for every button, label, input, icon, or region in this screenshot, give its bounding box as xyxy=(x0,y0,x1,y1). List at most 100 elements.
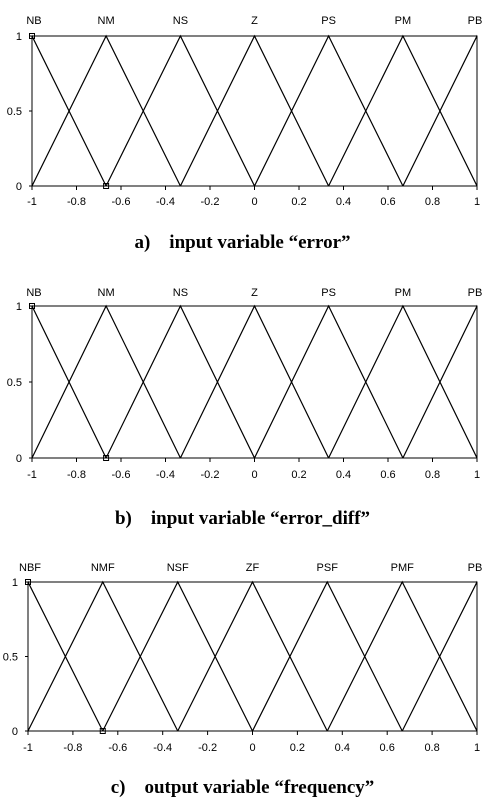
caption-error: a) input variable “error” xyxy=(134,232,351,253)
mf-label-psf: PSF xyxy=(317,562,339,574)
y-tick-label: 0.5 xyxy=(7,106,22,118)
x-tick-label: -0.2 xyxy=(201,469,220,481)
mf-curve-pm xyxy=(328,34,477,187)
mf-label-nm: NM xyxy=(98,287,115,299)
mf-label-pm: PM xyxy=(395,287,412,299)
point-marker xyxy=(103,455,110,461)
x-tick-label: 0.4 xyxy=(335,742,350,754)
x-tick-label: -1 xyxy=(27,469,37,481)
mf-curve-ps xyxy=(253,34,404,187)
x-tick-label: 0.6 xyxy=(380,469,395,481)
mf-label-zf: ZF xyxy=(246,562,260,574)
x-tick-label: -0.6 xyxy=(108,742,127,754)
x-tick-label: 0 xyxy=(251,469,257,481)
mf-label-nmf: NMF xyxy=(91,562,115,574)
x-tick-label: -0.4 xyxy=(153,742,172,754)
mf-curve-ps xyxy=(253,304,404,459)
mf-curve-nmf xyxy=(28,580,179,732)
x-tick-label: -0.8 xyxy=(63,742,82,754)
x-tick-label: 0 xyxy=(249,742,255,754)
mf-label-nsf: NSF xyxy=(167,562,189,574)
mf-label-pb: PB xyxy=(468,15,483,27)
x-tick-label: -0.2 xyxy=(201,196,220,208)
plot-area xyxy=(31,305,478,459)
mf-label-ps: PS xyxy=(321,287,336,299)
mf-curve-pb xyxy=(402,304,477,459)
x-tick-label: -1 xyxy=(23,742,33,754)
point-marker xyxy=(29,33,35,39)
point-marker xyxy=(99,728,106,734)
x-tick-label: 0.2 xyxy=(291,196,306,208)
chart-panel-error-diff: -1 -0.8 -0.6 -0.4 -0.2 0 0.2 0.4 0.6 0.8 1 0 0.5 1 NB N… xyxy=(0,276,485,488)
y-tick-label: 0.5 xyxy=(3,652,18,664)
caption-frequency: c) output variable “frequency” xyxy=(110,777,375,798)
mf-curve-pm xyxy=(328,304,477,459)
mf-curve-nm xyxy=(32,304,181,459)
y-tick-label: 0 xyxy=(16,181,22,193)
x-tick-label: -0.6 xyxy=(112,469,131,481)
x-tick-label: -0.8 xyxy=(67,469,86,481)
plot-area xyxy=(27,581,478,732)
x-tick-label: 1 xyxy=(474,469,480,481)
x-tick-label: -0.4 xyxy=(156,469,175,481)
x-tick-label: 0.8 xyxy=(425,196,440,208)
x-tick-label: 1 xyxy=(474,742,480,754)
mf-curve-nbf xyxy=(28,580,104,732)
mf-curve-pmf xyxy=(326,580,477,732)
mf-curve-pb xyxy=(401,580,477,732)
mf-curve-z xyxy=(179,34,330,187)
x-tick-label: 0.2 xyxy=(290,742,305,754)
x-tick-label: 0.8 xyxy=(424,742,439,754)
mf-label-nbf: NBF xyxy=(19,562,41,574)
mf-curve-ns xyxy=(105,34,256,187)
x-tick-label: 0.2 xyxy=(291,469,306,481)
x-tick-label: 0.8 xyxy=(425,469,440,481)
mf-label-pm: PM xyxy=(395,15,412,27)
y-tick-label: 1 xyxy=(16,301,22,313)
mf-label-pb: PB xyxy=(468,287,483,299)
y-tick-label: 1 xyxy=(16,31,22,43)
plot-area xyxy=(31,35,478,187)
x-tick-label: 0.6 xyxy=(380,196,395,208)
y-tick-label: 1 xyxy=(12,577,18,589)
mf-curve-ns xyxy=(105,304,256,459)
mf-curve-nsf xyxy=(102,580,254,732)
mf-curve-z xyxy=(179,304,330,459)
x-tick-label: 1 xyxy=(474,196,480,208)
mf-curve-pb xyxy=(402,34,477,187)
mf-curve-psf xyxy=(251,580,403,732)
mf-label-pb: PB xyxy=(468,562,483,574)
point-marker xyxy=(103,183,110,189)
chart-error-diff: -1 -0.8 -0.6 -0.4 -0.2 0 0.2 0.4 0.6 0.8 1 0 0.5 1 NB N… xyxy=(7,287,483,481)
mf-label-ns: NS xyxy=(173,287,188,299)
x-tick-label: -0.2 xyxy=(198,742,217,754)
y-tick-label: 0 xyxy=(16,453,22,465)
mf-label-z: Z xyxy=(251,287,258,299)
mf-label-nb: NB xyxy=(26,287,41,299)
mf-label-pmf: PMF xyxy=(391,562,415,574)
mf-label-z: Z xyxy=(251,15,258,27)
mf-label-ns: NS xyxy=(173,15,188,27)
caption-error-diff: b) input variable “error_diff” xyxy=(114,508,371,529)
mf-label-nm: NM xyxy=(98,15,115,27)
point-marker xyxy=(29,303,35,309)
mf-curve-nm xyxy=(32,34,181,187)
x-tick-label: -1 xyxy=(27,196,37,208)
mf-curve-zf xyxy=(177,580,328,732)
y-tick-label: 0 xyxy=(12,726,18,738)
y-tick-label: 0.5 xyxy=(7,377,22,389)
x-tick-label: -0.6 xyxy=(112,196,131,208)
mf-label-nb: NB xyxy=(26,15,41,27)
x-tick-label: 0.4 xyxy=(336,469,351,481)
x-tick-label: 0.6 xyxy=(380,742,395,754)
mf-curve-nb xyxy=(32,34,107,187)
x-tick-label: -0.8 xyxy=(67,196,86,208)
x-tick-label: 0 xyxy=(251,196,257,208)
mf-curve-nb xyxy=(32,304,107,459)
mf-label-ps: PS xyxy=(321,15,336,27)
x-tick-label: -0.4 xyxy=(156,196,175,208)
